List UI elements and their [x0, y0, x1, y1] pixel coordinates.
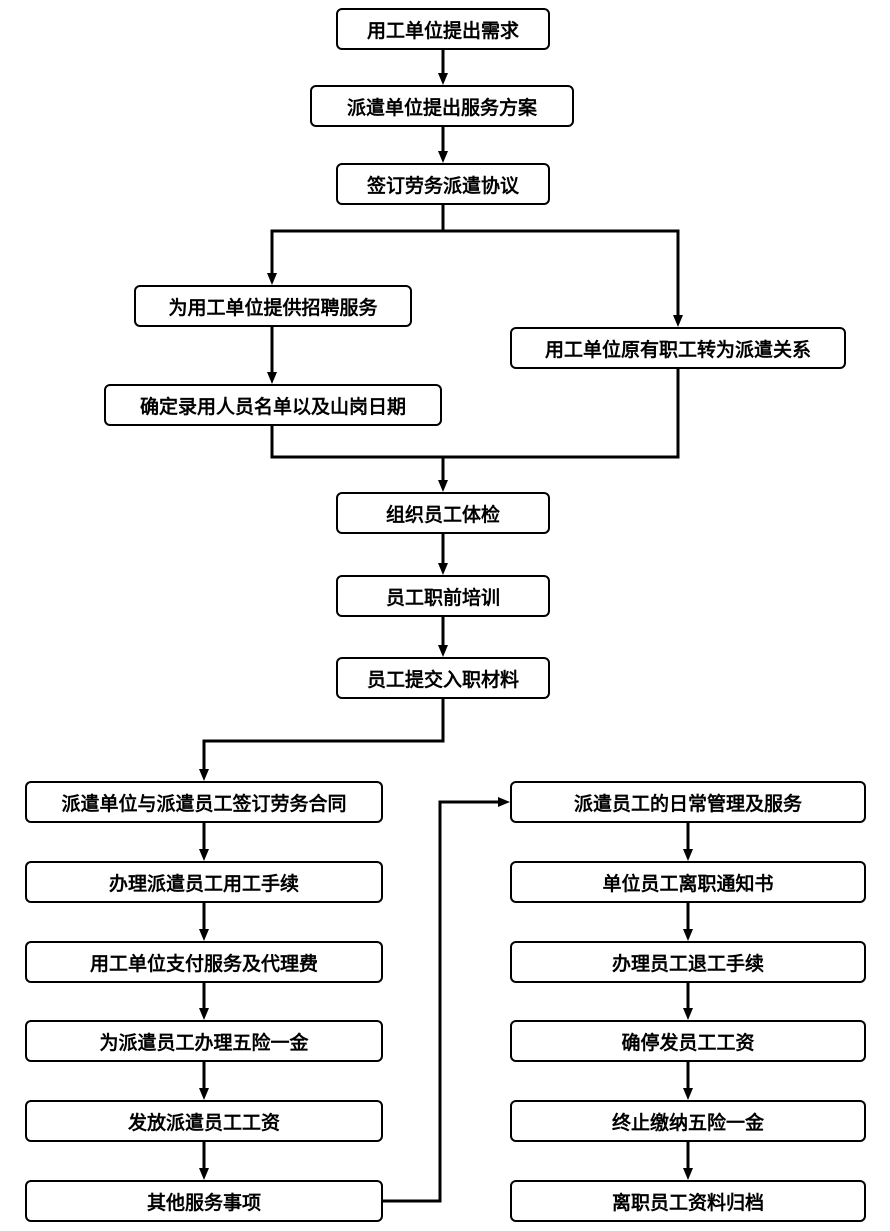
node-label: 组织员工体检 — [385, 503, 500, 526]
arrowhead — [199, 1008, 209, 1020]
node-training: 员工职前培训 — [336, 575, 550, 617]
edge-medical-to-training — [438, 534, 448, 575]
arrowhead — [199, 769, 209, 781]
node-service-fee: 用工单位支付服务及代理费 — [25, 941, 383, 983]
node-label: 发放派遣员工工资 — [127, 1111, 280, 1134]
node-label: 为派遣员工办理五险一金 — [99, 1031, 309, 1054]
node-label: 单位员工离职通知书 — [602, 872, 774, 895]
arrowhead — [683, 1008, 693, 1020]
edge-merge-to-medical — [438, 457, 448, 492]
arrowhead — [438, 563, 448, 575]
node-label: 为用工单位提供招聘服务 — [168, 296, 378, 319]
edge-stop-wages-to-insurance — [683, 1062, 693, 1100]
node-label: 办理派遣员工用工手续 — [108, 872, 299, 895]
node-social-insurance: 为派遣员工办理五险一金 — [25, 1020, 383, 1062]
edge-list-merge — [270, 426, 443, 459]
node-label: 离职员工资料归档 — [611, 1191, 764, 1214]
node-label: 派遣单位与派遣员工签订劳务合同 — [61, 792, 347, 815]
edge-contract-to-procedures — [199, 823, 209, 861]
edge-docs-to-contract — [199, 699, 445, 781]
node-label: 其他服务事项 — [146, 1191, 261, 1214]
edge-insurance-to-wages — [199, 1062, 209, 1100]
edge-demand-to-plan — [438, 50, 448, 85]
edge-plan-to-agreement — [438, 127, 448, 163]
arrowhead — [199, 849, 209, 861]
node-demand: 用工单位提出需求 — [336, 8, 550, 50]
arrowhead — [267, 273, 277, 285]
node-label: 终止缴纳五险一金 — [611, 1111, 764, 1134]
edge-agreement-to-transfer — [443, 229, 683, 327]
edge-transfer-merge — [443, 369, 680, 459]
edge-insurance-to-archive — [683, 1142, 693, 1180]
node-daily-management: 派遣员工的日常管理及服务 — [510, 781, 866, 823]
node-label: 办理员工退工手续 — [611, 952, 764, 975]
arrowhead — [683, 1168, 693, 1180]
node-archive-records: 离职员工资料归档 — [510, 1180, 866, 1222]
arrowhead — [199, 1168, 209, 1180]
arrowhead — [673, 315, 683, 327]
node-sign-agreement: 签订劳务派遣协议 — [336, 163, 550, 205]
edge-daily-to-notice — [683, 823, 693, 861]
arrowhead — [498, 797, 510, 807]
arrowhead — [267, 372, 277, 384]
node-label: 派遣单位提出服务方案 — [346, 96, 537, 119]
node-label: 用工单位支付服务及代理费 — [89, 952, 318, 975]
node-label: 派遣员工的日常管理及服务 — [573, 792, 802, 815]
node-label: 用工单位原有职工转为派遣关系 — [544, 338, 811, 361]
arrowhead — [683, 849, 693, 861]
edge-training-to-docs — [438, 617, 448, 657]
arrowhead — [438, 480, 448, 492]
node-pay-wages: 发放派遣员工工资 — [25, 1100, 383, 1142]
node-recruitment: 为用工单位提供招聘服务 — [134, 285, 412, 327]
arrowhead — [683, 929, 693, 941]
node-other-services: 其他服务事项 — [25, 1180, 383, 1222]
edge-procedures-to-fee — [199, 903, 209, 941]
node-label: 员工提交入职材料 — [366, 668, 519, 691]
node-labor-contract: 派遣单位与派遣员工签订劳务合同 — [25, 781, 383, 823]
edge-fee-to-insurance — [199, 983, 209, 1020]
node-service-plan: 派遣单位提出服务方案 — [310, 85, 574, 127]
arrowhead — [438, 645, 448, 657]
node-resignation-notice: 单位员工离职通知书 — [510, 861, 866, 903]
edge-notice-to-exit — [683, 903, 693, 941]
node-label: 用工单位提出需求 — [366, 19, 519, 42]
node-staff-transfer: 用工单位原有职工转为派遣关系 — [510, 327, 846, 369]
edge-agreement-to-recruitment — [267, 229, 443, 285]
arrowhead — [438, 73, 448, 85]
node-onboarding-docs: 员工提交入职材料 — [336, 657, 550, 699]
node-label: 确定录用人员名单以及山岗日期 — [139, 395, 406, 418]
node-stop-insurance: 终止缴纳五险一金 — [510, 1100, 866, 1142]
node-label: 签订劳务派遣协议 — [366, 174, 519, 197]
arrowhead — [438, 151, 448, 163]
node-stop-wages: 确停发员工工资 — [510, 1020, 866, 1062]
node-label: 员工职前培训 — [385, 586, 500, 609]
arrowhead — [199, 1088, 209, 1100]
edge-other-to-daily — [383, 797, 510, 1203]
edge-exit-to-stop-wages — [683, 983, 693, 1020]
node-medical-check: 组织员工体检 — [336, 492, 550, 534]
node-confirm-list: 确定录用人员名单以及山岗日期 — [104, 384, 442, 426]
node-employment-procedures: 办理派遣员工用工手续 — [25, 861, 383, 903]
arrowhead — [199, 929, 209, 941]
node-exit-procedures: 办理员工退工手续 — [510, 941, 866, 983]
edge-recruitment-to-list — [267, 327, 277, 384]
node-label: 确停发员工工资 — [621, 1031, 755, 1054]
arrowhead — [683, 1088, 693, 1100]
edge-wages-to-other — [199, 1142, 209, 1180]
